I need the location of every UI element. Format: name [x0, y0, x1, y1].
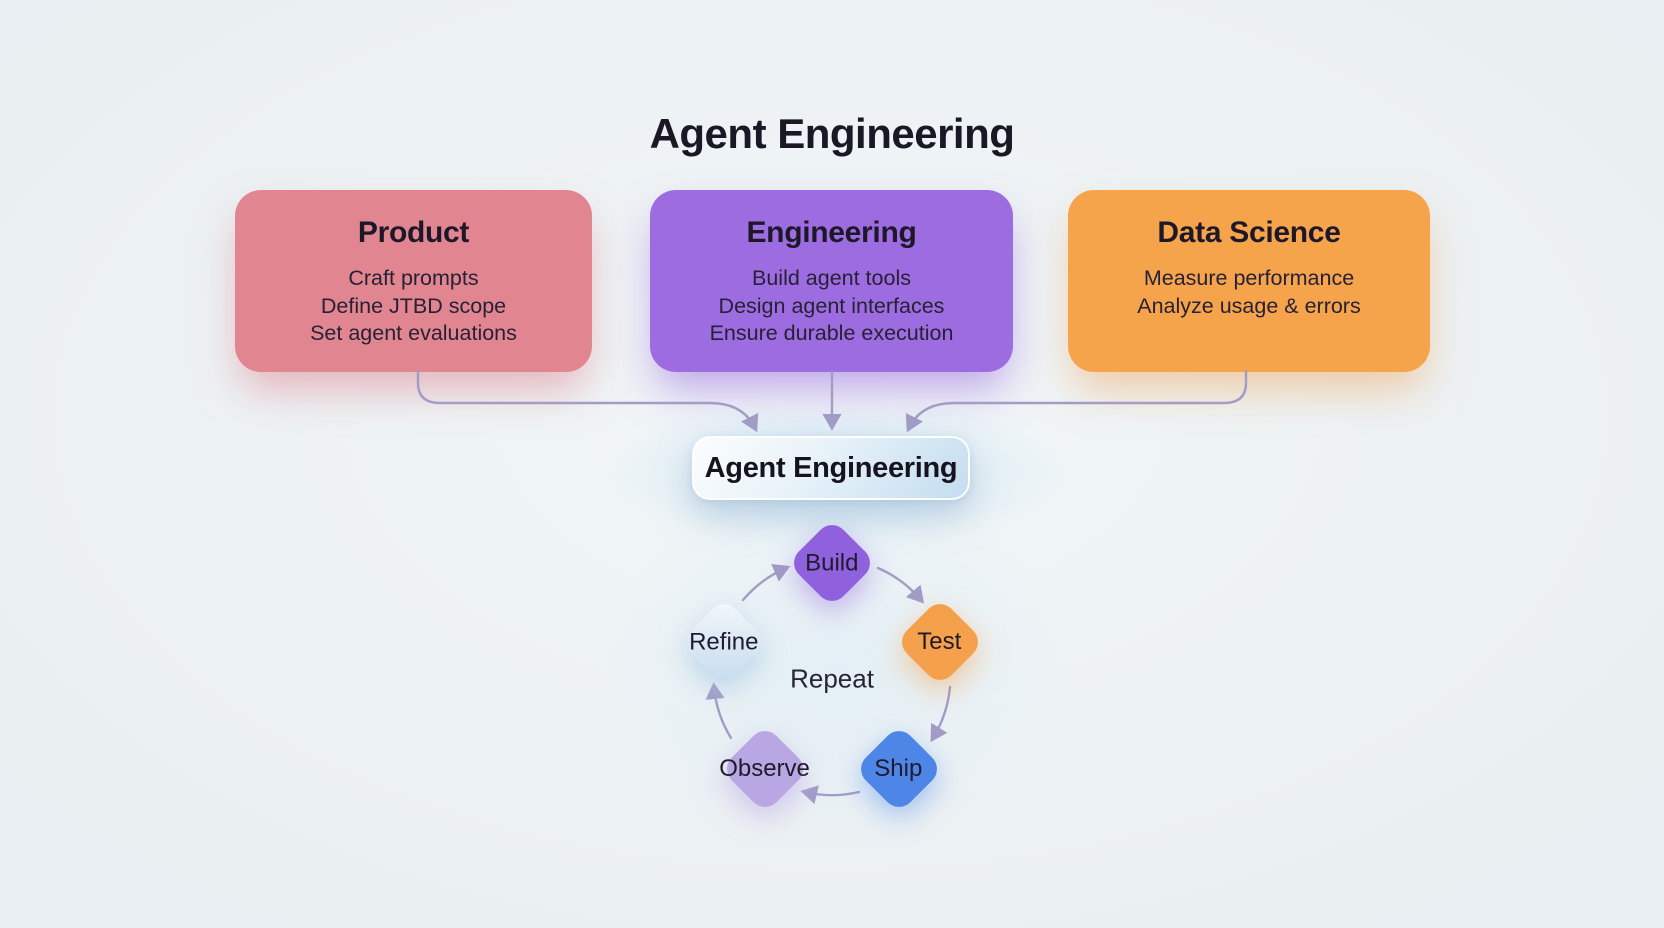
repeat-label: Repeat [790, 663, 874, 694]
arrow-observe-to-refine [705, 682, 733, 740]
hub-label: Agent Engineering [704, 451, 958, 484]
cycle-node-label: Test [917, 627, 963, 655]
diamond-shape: Observe [719, 724, 811, 814]
pillar-item: Ensure durable execution [709, 321, 954, 345]
pillar-product: Product Craft prompts Define JTBD scope … [235, 190, 592, 372]
pillar-engineering-title: Engineering [746, 216, 917, 249]
arrow-product-to-hub [416, 369, 759, 433]
arrow-data-to-hub [905, 369, 1248, 433]
arrow-build-to-test [876, 566, 925, 604]
pillar-item: Craft prompts [348, 266, 479, 290]
pillar-item: Analyze usage & errors [1137, 293, 1361, 318]
arrow-refine-to-build [741, 563, 791, 602]
cycle-node-ship: Ship [854, 724, 944, 814]
cycle-node-label: Ship [874, 754, 924, 782]
cycle-node-build: Build [787, 518, 877, 608]
pillar-item: Set agent evaluations [310, 321, 517, 345]
arrow-ship-to-observe [800, 785, 861, 805]
page-title: Agent Engineering [649, 110, 1015, 157]
cycle-node-test: Test [895, 597, 985, 687]
diamond-shape: Test [895, 597, 985, 687]
diamond-shape: Ship [854, 724, 944, 814]
arrow-test-to-ship [930, 685, 952, 743]
pillar-engineering: Engineering Build agent tools Design age… [650, 190, 1013, 372]
cycle-node-label: Refine [689, 628, 759, 655]
pillar-product-title: Product [357, 216, 470, 249]
diamond-shape: Refine [679, 597, 769, 687]
pillar-item: Build agent tools [752, 266, 911, 290]
diamond-shape: Build [787, 518, 877, 608]
cycle-node-observe: Observe [720, 724, 810, 814]
pillar-item: Measure performance [1143, 266, 1355, 290]
pillar-data-science: Data Science Measure performance Analyze… [1068, 190, 1430, 372]
pillar-item: Define JTBD scope [320, 293, 507, 318]
pillar-data-science-title: Data Science [1157, 216, 1341, 249]
cycle-node-label: Observe [719, 755, 811, 783]
cycle-node-label: Build [805, 549, 859, 576]
cycle-node-refine: Refine [679, 597, 769, 687]
pillar-item: Design agent interfaces [718, 293, 945, 318]
hub-box: Agent Engineering [692, 436, 970, 500]
